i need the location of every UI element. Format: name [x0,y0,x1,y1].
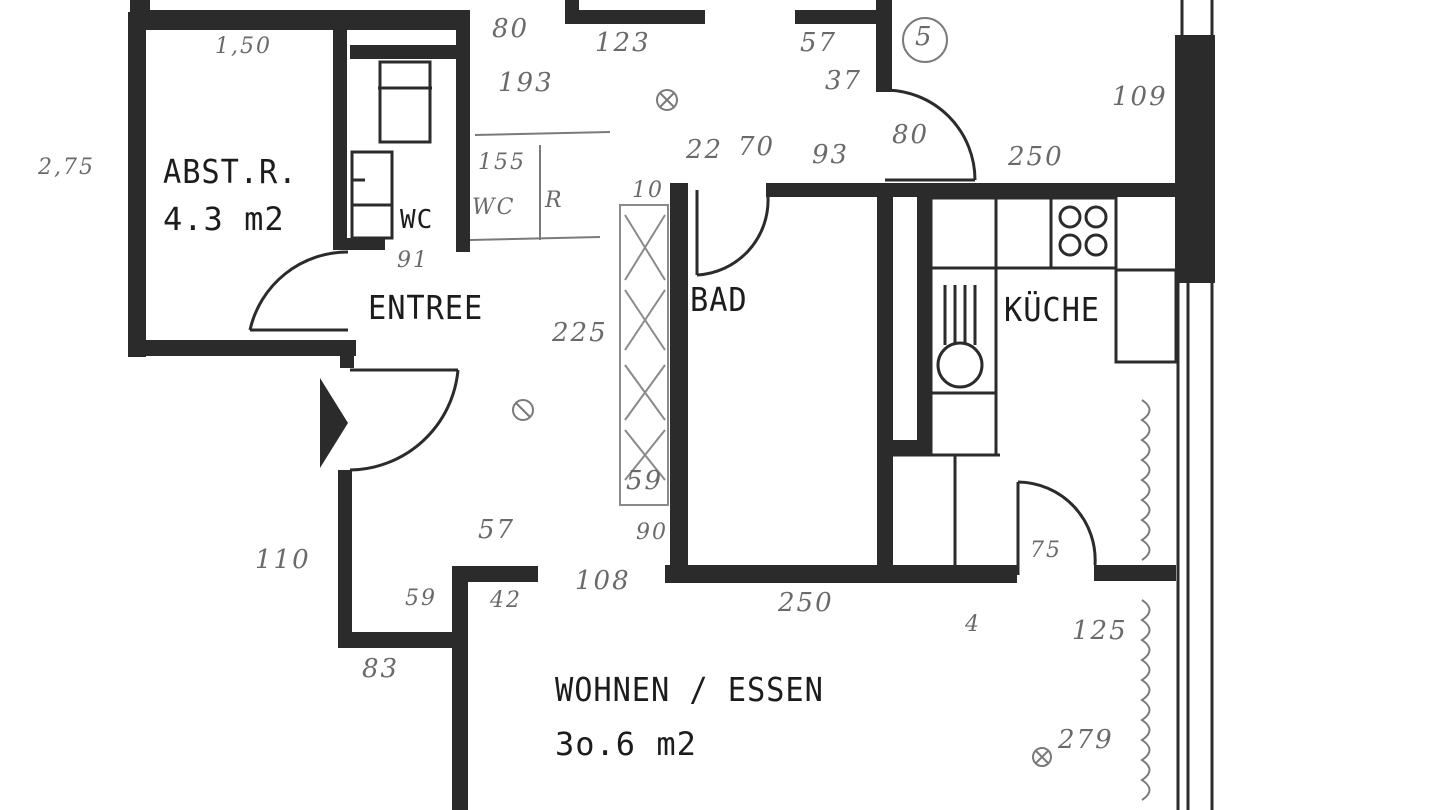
dimension-label: 57 [800,28,838,58]
dimension-label: 10 [632,178,664,203]
light-fixture-icon [656,89,678,111]
entrance-arrow-icon [320,378,348,468]
room-label-wohnen-essen: WOHNEN / ESSEN [555,670,824,709]
dimension-label: 91 [397,248,429,273]
dimension-label: 108 [575,566,631,596]
dimension-label: 155 [478,150,526,175]
dimension-label: 75 [1030,538,1062,563]
dimension-label: 110 [255,545,311,575]
dimension-label: 193 [498,68,554,98]
dimension-label: 83 [362,654,400,684]
dimension-label: 90 [636,520,668,545]
dimension-label: 279 [1058,725,1114,755]
dimension-label: 4 [965,612,981,637]
room-label-kueche: KÜCHE [1004,290,1100,329]
dimension-label: 22 [686,135,724,165]
dimension-label: 1,50 [215,34,272,59]
dimension-label: 37 [825,66,863,96]
dimension-label: 2,75 [38,155,95,180]
dimension-label: R [545,188,564,213]
dimension-label: 59 [626,466,664,496]
dimension-label: 225 [552,318,608,348]
thin-lines [248,0,1214,810]
room-label-abstellraum: ABST.R. [163,152,298,191]
light-fixture-icon [512,399,534,421]
room-label-entree: ENTREE [368,288,484,327]
dimension-label: 250 [1008,142,1064,172]
dimension-label: 123 [595,28,651,58]
dimension-label: 109 [1112,82,1168,112]
dimension-label: WC [472,195,516,220]
room-area-wohnen-essen: 3o.6 m2 [555,725,697,763]
dimension-label: 42 [490,588,522,613]
dimension-label: 250 [778,588,834,618]
room-label-bad: BAD [690,280,748,319]
dimension-label: 5 [915,22,934,52]
dimension-label: 80 [892,120,930,150]
room-area-abstellraum: 4.3 m2 [163,200,285,238]
pencil-marks [469,17,1151,801]
dimension-label: 93 [812,140,850,170]
dimension-label: 57 [478,515,516,545]
dimension-label: 125 [1072,616,1128,646]
light-fixture-icon [1032,747,1052,767]
walls [128,0,1215,810]
dimension-label: 80 [492,14,530,44]
dimension-label: 70 [738,132,776,162]
dimension-label: 59 [405,586,437,611]
room-label-wc: WC [400,205,434,235]
